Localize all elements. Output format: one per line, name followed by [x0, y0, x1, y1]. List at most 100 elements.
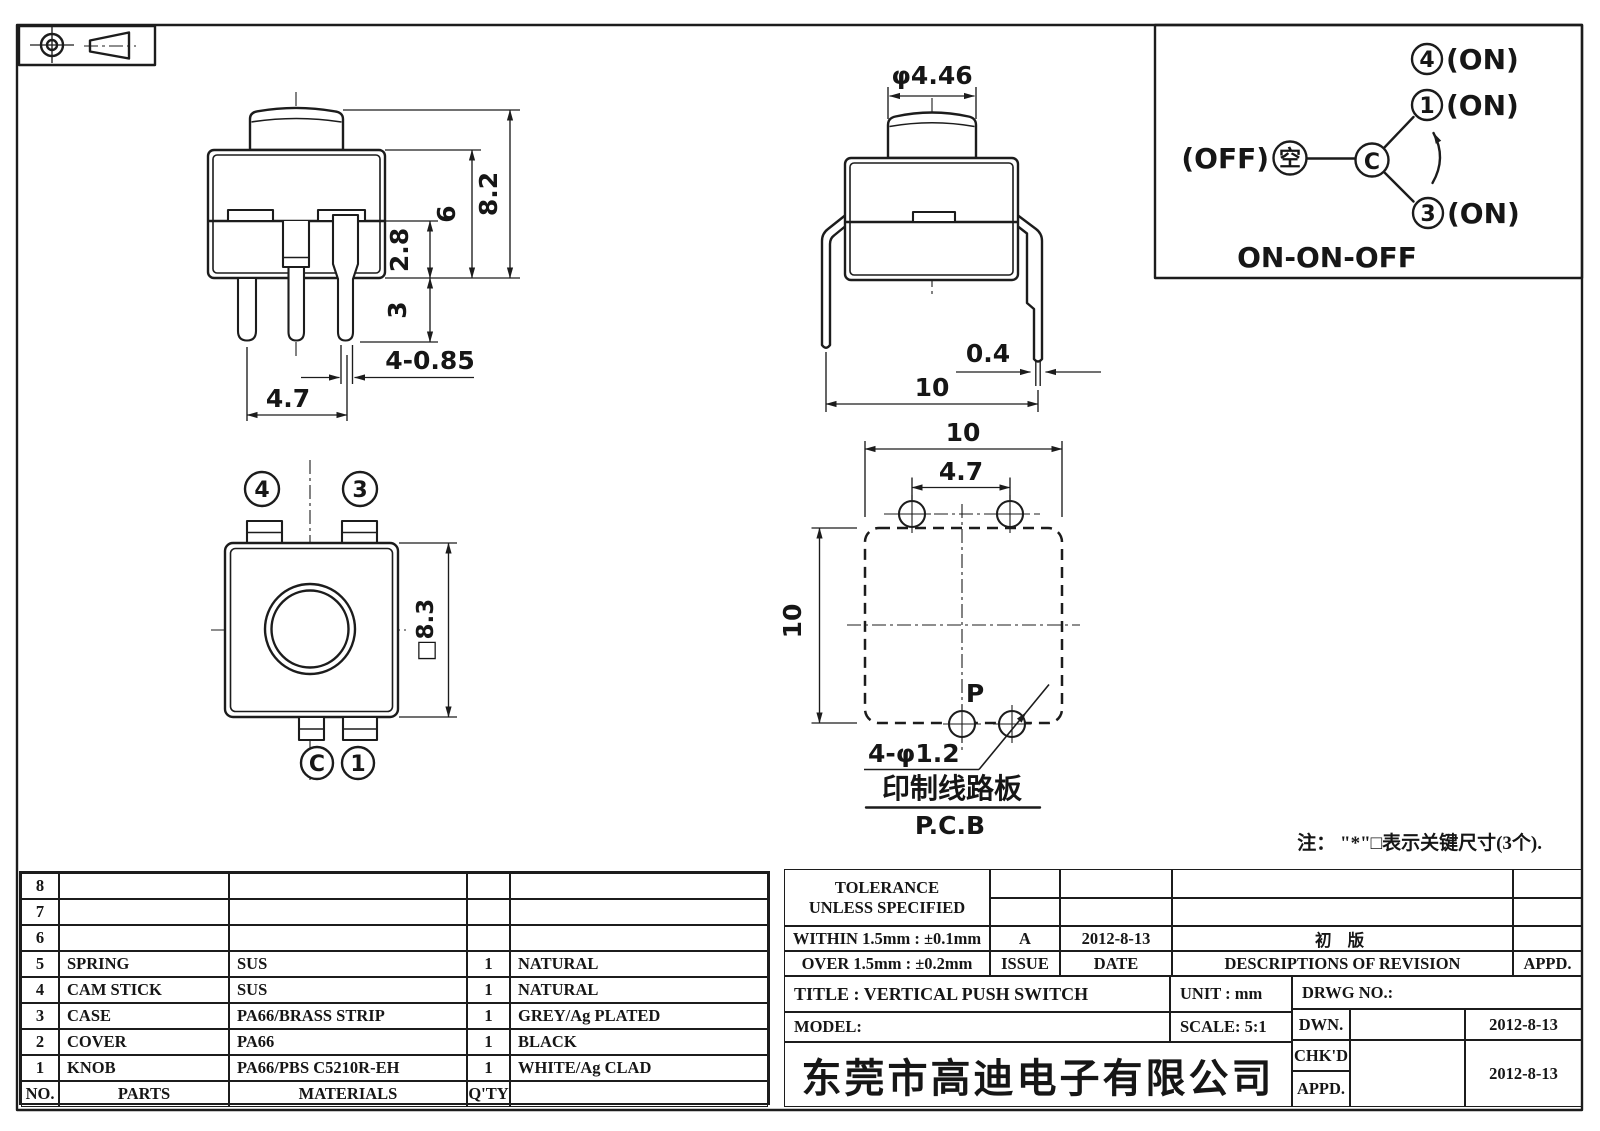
date-label: DATE	[1060, 951, 1172, 976]
terminal-4: 4	[1419, 48, 1434, 73]
dim-pin-pitch: 4.7	[266, 384, 310, 413]
terminal-3-circle	[1411, 196, 1445, 230]
row-part	[59, 899, 229, 925]
row-part: CAM STICK	[59, 977, 229, 1003]
appd-label: APPD.	[1513, 951, 1582, 976]
row-no: 3	[21, 1003, 59, 1029]
chk-appd-signature	[1350, 1040, 1465, 1107]
row-finish: WHITE/Ag CLAD	[510, 1055, 768, 1081]
terminal-1-circle	[340, 745, 376, 781]
row-finish: GREY/Ag PLATED	[510, 1003, 768, 1029]
row-qty: 1	[467, 1055, 510, 1081]
dim-holes: 4-φ1.2	[868, 739, 960, 768]
tolerance-over: OVER 1.5mm : ±0.2mm	[784, 951, 990, 976]
terminal-1: 1	[350, 752, 365, 777]
row-finish: BLACK	[510, 1029, 768, 1055]
header-no: NO.	[21, 1081, 59, 1107]
pin	[287, 265, 306, 342]
issue-empty	[990, 898, 1060, 926]
appd-empty	[1513, 869, 1582, 898]
row-part: KNOB	[59, 1055, 229, 1081]
header-parts: PARTS	[59, 1081, 229, 1107]
row-part: SPRING	[59, 951, 229, 977]
row-qty: 1	[467, 951, 510, 977]
row-material: SUS	[229, 977, 467, 1003]
dim-pin-length: 3	[383, 301, 412, 318]
scale-cell: SCALE: 5:1	[1170, 1012, 1292, 1042]
row-finish	[510, 873, 768, 899]
terminal-1-circle	[1410, 88, 1444, 122]
sheet-border	[15, 23, 1584, 1112]
row-no: 2	[21, 1029, 59, 1055]
row-part	[59, 873, 229, 899]
dim-pcb-width: 10	[946, 418, 981, 447]
revision-date: 2012-8-13	[1060, 926, 1172, 951]
drwg-no-cell: DRWG NO.:	[1292, 976, 1582, 1009]
date-empty	[1060, 869, 1172, 898]
state-on-1: (ON)	[1446, 89, 1519, 122]
switch-mode-label: ON-ON-OFF	[1237, 241, 1417, 274]
model-label: MODEL:	[784, 1012, 1170, 1042]
knob	[886, 111, 978, 160]
chk-appd-date: 2012-8-13	[1465, 1040, 1582, 1107]
key-dimension-note: 注： "*"□表示关键尺寸(3个).	[1297, 833, 1542, 854]
title-block: TOLERANCE UNLESS SPECIFIED WITHIN 1.5mm …	[784, 869, 1582, 1107]
appd-empty	[1513, 898, 1582, 926]
dim-knob-diameter: φ4.46	[891, 61, 972, 90]
appd-label-2: APPD.	[1292, 1071, 1350, 1107]
row-material: PA66	[229, 1029, 467, 1055]
row-qty: 1	[467, 977, 510, 1003]
terminal-4-circle	[243, 470, 281, 508]
row-qty	[467, 873, 510, 899]
row-qty	[467, 899, 510, 925]
row-material	[229, 873, 467, 899]
header-materials: MATERIALS	[229, 1081, 467, 1107]
revision-empty	[1172, 898, 1513, 926]
unit-cell: UNIT : mm	[1170, 976, 1292, 1012]
row-no: 5	[21, 951, 59, 977]
company-name: 东莞市高迪电子有限公司	[784, 1042, 1292, 1107]
tolerance-subtitle: UNLESS SPECIFIED	[808, 897, 966, 917]
common-terminal: C	[1364, 150, 1380, 175]
knob	[248, 106, 345, 152]
revision-desc: 初 版	[1172, 926, 1513, 951]
pin	[236, 276, 258, 342]
row-part: COVER	[59, 1029, 229, 1055]
projection-symbol	[17, 24, 157, 67]
row-qty	[467, 925, 510, 951]
row-no: 8	[21, 873, 59, 899]
row-material	[229, 899, 467, 925]
circuit-diagram: 4 1 3 C 空 (ON) (ON) (ON) (OFF) ON-ON-OFF	[1153, 23, 1584, 280]
cover-tab	[911, 210, 957, 224]
dim-upper-section: 2.8	[385, 228, 414, 272]
chkd-label: CHK'D	[1292, 1040, 1350, 1071]
row-no: 7	[21, 899, 59, 925]
dim-body-width: 10	[915, 373, 950, 402]
terminal-3: 3	[352, 478, 367, 503]
issue-value: A	[990, 926, 1060, 951]
revision-empty	[1172, 869, 1513, 898]
circuit-box	[1153, 23, 1584, 280]
issue-empty	[990, 869, 1060, 898]
pcb-view: 10 4.7 10 P 4-φ1.2 印制线路板 P.C.B	[778, 418, 1080, 840]
header-qty: Q'TY	[467, 1081, 510, 1107]
bottom-view: 4 3 C 1 □8.3	[211, 460, 457, 781]
row-no: 1	[21, 1055, 59, 1081]
appd-empty	[1513, 926, 1582, 951]
terminal-3: 3	[1420, 202, 1435, 227]
dim-body-height: 6	[432, 205, 461, 222]
empty-terminal: 空	[1279, 146, 1301, 171]
dim-leg-thickness: 0.4	[966, 339, 1010, 368]
dim-pcb-height: 10	[778, 604, 807, 639]
row-part: CASE	[59, 1003, 229, 1029]
pcb-label-en: P.C.B	[915, 811, 985, 840]
row-material: PA66/PBS C5210R-EH	[229, 1055, 467, 1081]
body-square	[223, 541, 400, 719]
side-view: φ4.46 0.4 10	[820, 61, 1101, 412]
row-material	[229, 925, 467, 951]
row-finish	[510, 925, 768, 951]
terminal-c-circle	[299, 745, 335, 781]
row-qty: 1	[467, 1029, 510, 1055]
tolerance-within: WITHIN 1.5mm : ±0.1mm	[784, 926, 990, 951]
